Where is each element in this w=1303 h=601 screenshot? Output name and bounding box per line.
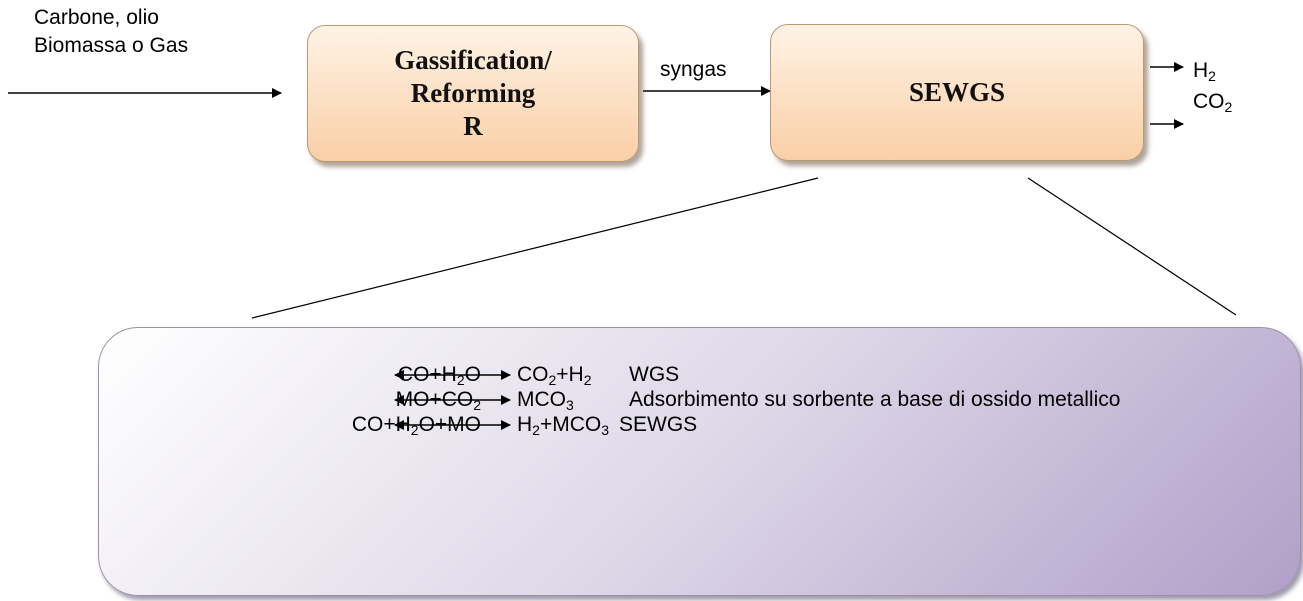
reaction-3-reactants-part-1: 2: [410, 422, 419, 438]
reaction-detail-box: CO+H2O CO2+H2 WGS MO+CO2 MCO3 Adsorbimen…: [98, 327, 1301, 596]
reaction-2-products-part-0: MCO: [517, 388, 566, 411]
reaction-3-reactants-part-2: O+MO: [418, 413, 481, 436]
syngas-label: syngas: [660, 58, 727, 81]
reaction-2-reactants-part-1: 2: [473, 397, 481, 413]
output-co2-main: CO: [1193, 90, 1225, 113]
reaction-1-reactants-part-0: CO+H: [397, 363, 457, 386]
zoom-line-left: [251, 177, 819, 319]
output-h2-label: H2: [1193, 59, 1216, 83]
reaction-2-products-part-1: 3: [566, 397, 574, 413]
reaction-1-products-part-1: 2: [548, 372, 557, 388]
input-feedstock-line2: Biomassa o Gas: [34, 34, 189, 57]
reaction-1-products-part-0: CO: [517, 363, 549, 386]
reaction-1-reactants-part-2: O: [464, 363, 481, 386]
reaction-arrows: [394, 370, 511, 430]
reaction-3-description: SEWGS: [619, 413, 698, 436]
output-co2-sub: 2: [1224, 99, 1233, 115]
reaction-1-products-part-2: +H: [556, 363, 584, 386]
sewgs-box: SEWGS: [770, 24, 1144, 161]
reaction-3-products-part-1: 2: [532, 422, 540, 438]
reaction-1-reactants: CO+H2O: [181, 362, 481, 388]
input-feedstock-line1: Carbone, olio: [34, 6, 159, 29]
reaction-1-description: WGS: [629, 363, 680, 386]
reaction-3-reactants-part-0: CO+H: [351, 413, 411, 436]
reaction-3-reactants: CO+H2O+MO: [181, 412, 481, 438]
reaction-1-products: CO2+H2: [517, 362, 592, 388]
gasification-box-line3: R: [463, 111, 483, 141]
reaction-3-products-part-0: H: [517, 413, 533, 436]
input-feedstock-label: Carbone, olio Biomassa o Gas: [34, 4, 188, 60]
reaction-1-products-part-3: 2: [583, 372, 592, 388]
reaction-2-description: Adsorbimento su sorbente a base di ossid…: [629, 388, 1121, 411]
reaction-2-reactants-part-0: MO+CO: [395, 388, 474, 411]
reaction-2-products: MCO3: [517, 387, 574, 413]
zoom-line-right: [1027, 177, 1237, 316]
output-h2-sub: 2: [1208, 68, 1216, 84]
reaction-3-products: H2+MCO3: [517, 412, 609, 438]
reaction-3-products-part-3: 3: [601, 422, 610, 438]
reaction-3-products-part-2: +MCO: [539, 413, 602, 436]
gasification-box-line1: Gassification/: [394, 45, 552, 75]
gasification-box-line2: Reforming: [410, 78, 536, 108]
sewgs-box-label: SEWGS: [908, 77, 1006, 107]
output-h2-main: H: [1193, 59, 1209, 82]
reaction-2-reactants: MO+CO2: [181, 387, 481, 413]
gasification-reforming-box: Gassification/ Reforming R: [307, 25, 639, 162]
output-co2-label: CO2: [1193, 90, 1232, 114]
reaction-1-reactants-part-1: 2: [456, 372, 465, 388]
